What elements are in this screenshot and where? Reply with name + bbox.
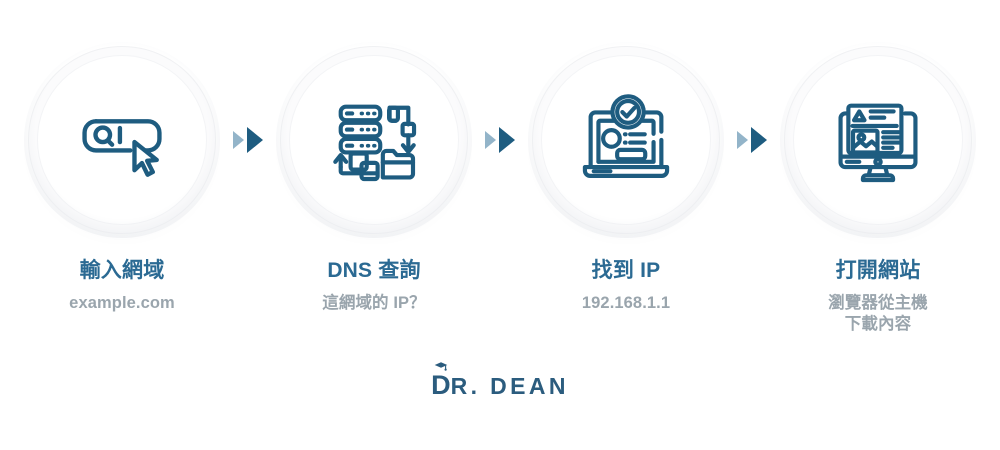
step-2-caption: DNS 查詢 這網域的 IP？ (274, 258, 474, 314)
step-2-icon-circle (276, 42, 472, 238)
chevron-large-icon (499, 127, 515, 153)
mouse-cursor-icon (132, 139, 159, 177)
step-2-subtitle-line-1: 這網域的 IP？ (322, 293, 426, 312)
search-bar-cursor-icon (82, 119, 162, 177)
step-1-icon-circle (24, 42, 220, 238)
step-4-title: 打開網站 (835, 259, 921, 282)
step-2-dns-lookup[interactable]: DNS 查詢 這網域的 IP？ (274, 42, 474, 314)
brand-letter-d: D (431, 370, 451, 400)
chevron-large-icon (751, 127, 767, 153)
steps-row: 輸入網域 example.com (0, 42, 1000, 335)
brand-wordmark: R. DEAN (450, 373, 569, 399)
step-3-subtitle-line-1: 192.168.1.1 (581, 293, 671, 312)
step-4-open-website[interactable]: 打開網站 瀏覽器從主機 下載內容 (778, 42, 978, 335)
step-arrow-3 (726, 56, 778, 224)
graduation-cap-icon (434, 362, 448, 371)
laptop-check-ip-icon (582, 94, 670, 178)
step-1-caption: 輸入網域 example.com (22, 258, 222, 314)
step-2-title: DNS 查詢 (327, 259, 421, 282)
step-1-enter-domain[interactable]: 輸入網域 example.com (22, 42, 222, 314)
step-3-title: 找到 IP (591, 259, 661, 282)
step-3-icon-circle (528, 42, 724, 238)
step-arrow-2 (474, 56, 526, 224)
step-4-subtitle-line-2: 下載內容 (844, 314, 912, 333)
step-4-subtitle: 瀏覽器從主機 下載內容 (778, 293, 978, 335)
chevron-small-icon (737, 131, 748, 149)
step-3-caption: 找到 IP 192.168.1.1 (526, 258, 726, 314)
brand-logo: D R. DEAN (0, 362, 1000, 400)
desktop-monitor-webpage-icon (838, 103, 918, 183)
chevron-large-icon (247, 127, 263, 153)
step-1-subtitle: example.com (22, 293, 222, 314)
step-2-subtitle: 這網域的 IP？ (274, 293, 474, 314)
step-3-found-ip[interactable]: 找到 IP 192.168.1.1 (526, 42, 726, 314)
step-arrow-1 (222, 56, 274, 224)
step-4-caption: 打開網站 瀏覽器從主機 下載內容 (778, 258, 978, 335)
dns-server-lookup-icon (333, 104, 417, 182)
brand-mark: D (431, 362, 451, 400)
chevron-small-icon (233, 131, 244, 149)
step-1-subtitle-line-1: example.com (69, 293, 175, 312)
step-3-subtitle: 192.168.1.1 (526, 293, 726, 314)
step-4-icon-circle (780, 42, 976, 238)
chevron-small-icon (485, 131, 496, 149)
step-1-title: 輸入網域 (79, 259, 165, 282)
step-4-subtitle-line-1: 瀏覽器從主機 (828, 293, 928, 312)
